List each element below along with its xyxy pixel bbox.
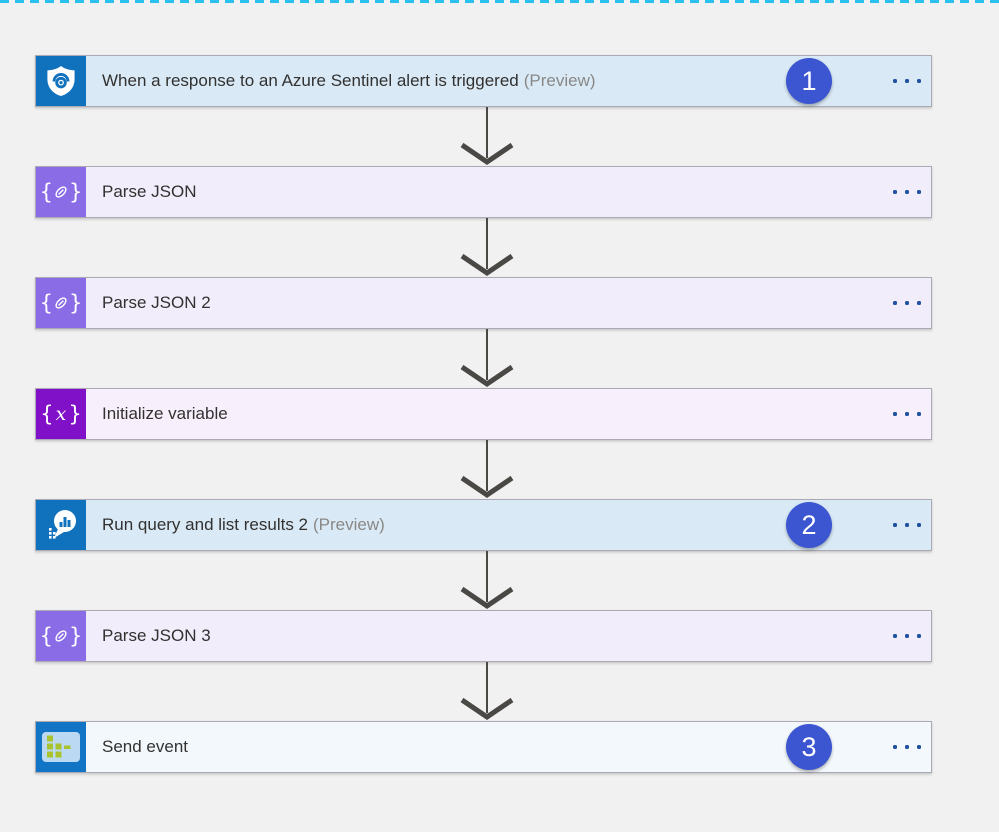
more-options-button[interactable] <box>883 611 931 661</box>
step-card-parse-json[interactable]: { } Parse JSON <box>35 166 932 218</box>
event-hubs-icon <box>36 722 86 772</box>
more-options-button[interactable] <box>883 56 931 106</box>
parse-json-icon: { } <box>36 167 86 217</box>
step-card-run-query[interactable]: Run query and list results 2(Preview) 2 <box>35 499 932 551</box>
connector-arrow-icon <box>460 329 514 388</box>
initialize-variable-icon: {x} <box>36 389 86 439</box>
step-title: Parse JSON 3 <box>102 626 211 645</box>
ellipsis-icon <box>893 301 921 305</box>
ellipsis-icon <box>893 79 921 83</box>
parse-json-icon: { } <box>36 278 86 328</box>
connector-arrow-icon <box>460 218 514 277</box>
connector-arrow-icon <box>460 440 514 499</box>
step-card-parse-json-3[interactable]: { } Parse JSON 3 <box>35 610 932 662</box>
step-card-sentinel-trigger[interactable]: When a response to an Azure Sentinel ale… <box>35 55 932 107</box>
more-options-button[interactable] <box>883 722 931 772</box>
more-options-button[interactable] <box>883 389 931 439</box>
more-options-button[interactable] <box>883 278 931 328</box>
step-number-badge: 3 <box>786 724 832 770</box>
ellipsis-icon <box>893 745 921 749</box>
ellipsis-icon <box>893 523 921 527</box>
selection-dashed-border <box>0 0 999 3</box>
azure-monitor-logs-icon <box>36 500 86 550</box>
azure-sentinel-icon <box>36 56 86 106</box>
connector-arrow-icon <box>460 662 514 721</box>
step-card-send-event[interactable]: Send event 3 <box>35 721 932 773</box>
step-number-badge: 1 <box>786 58 832 104</box>
step-title: Run query and list results 2(Preview) <box>102 515 385 534</box>
preview-label: (Preview) <box>523 71 596 90</box>
step-card-initialize-variable[interactable]: {x} Initialize variable <box>35 388 932 440</box>
ellipsis-icon <box>893 412 921 416</box>
ellipsis-icon <box>893 190 921 194</box>
step-title: When a response to an Azure Sentinel ale… <box>102 71 596 90</box>
connector-arrow-icon <box>460 551 514 610</box>
step-card-parse-json-2[interactable]: { } Parse JSON 2 <box>35 277 932 329</box>
parse-json-icon: { } <box>36 611 86 661</box>
more-options-button[interactable] <box>883 500 931 550</box>
step-title: Initialize variable <box>102 404 228 423</box>
step-title: Parse JSON <box>102 182 197 201</box>
ellipsis-icon <box>893 634 921 638</box>
step-number-badge: 2 <box>786 502 832 548</box>
preview-label: (Preview) <box>313 515 385 534</box>
step-title: Send event <box>102 737 189 756</box>
step-title: Parse JSON 2 <box>102 293 211 312</box>
more-options-button[interactable] <box>883 167 931 217</box>
connector-arrow-icon <box>460 107 514 166</box>
